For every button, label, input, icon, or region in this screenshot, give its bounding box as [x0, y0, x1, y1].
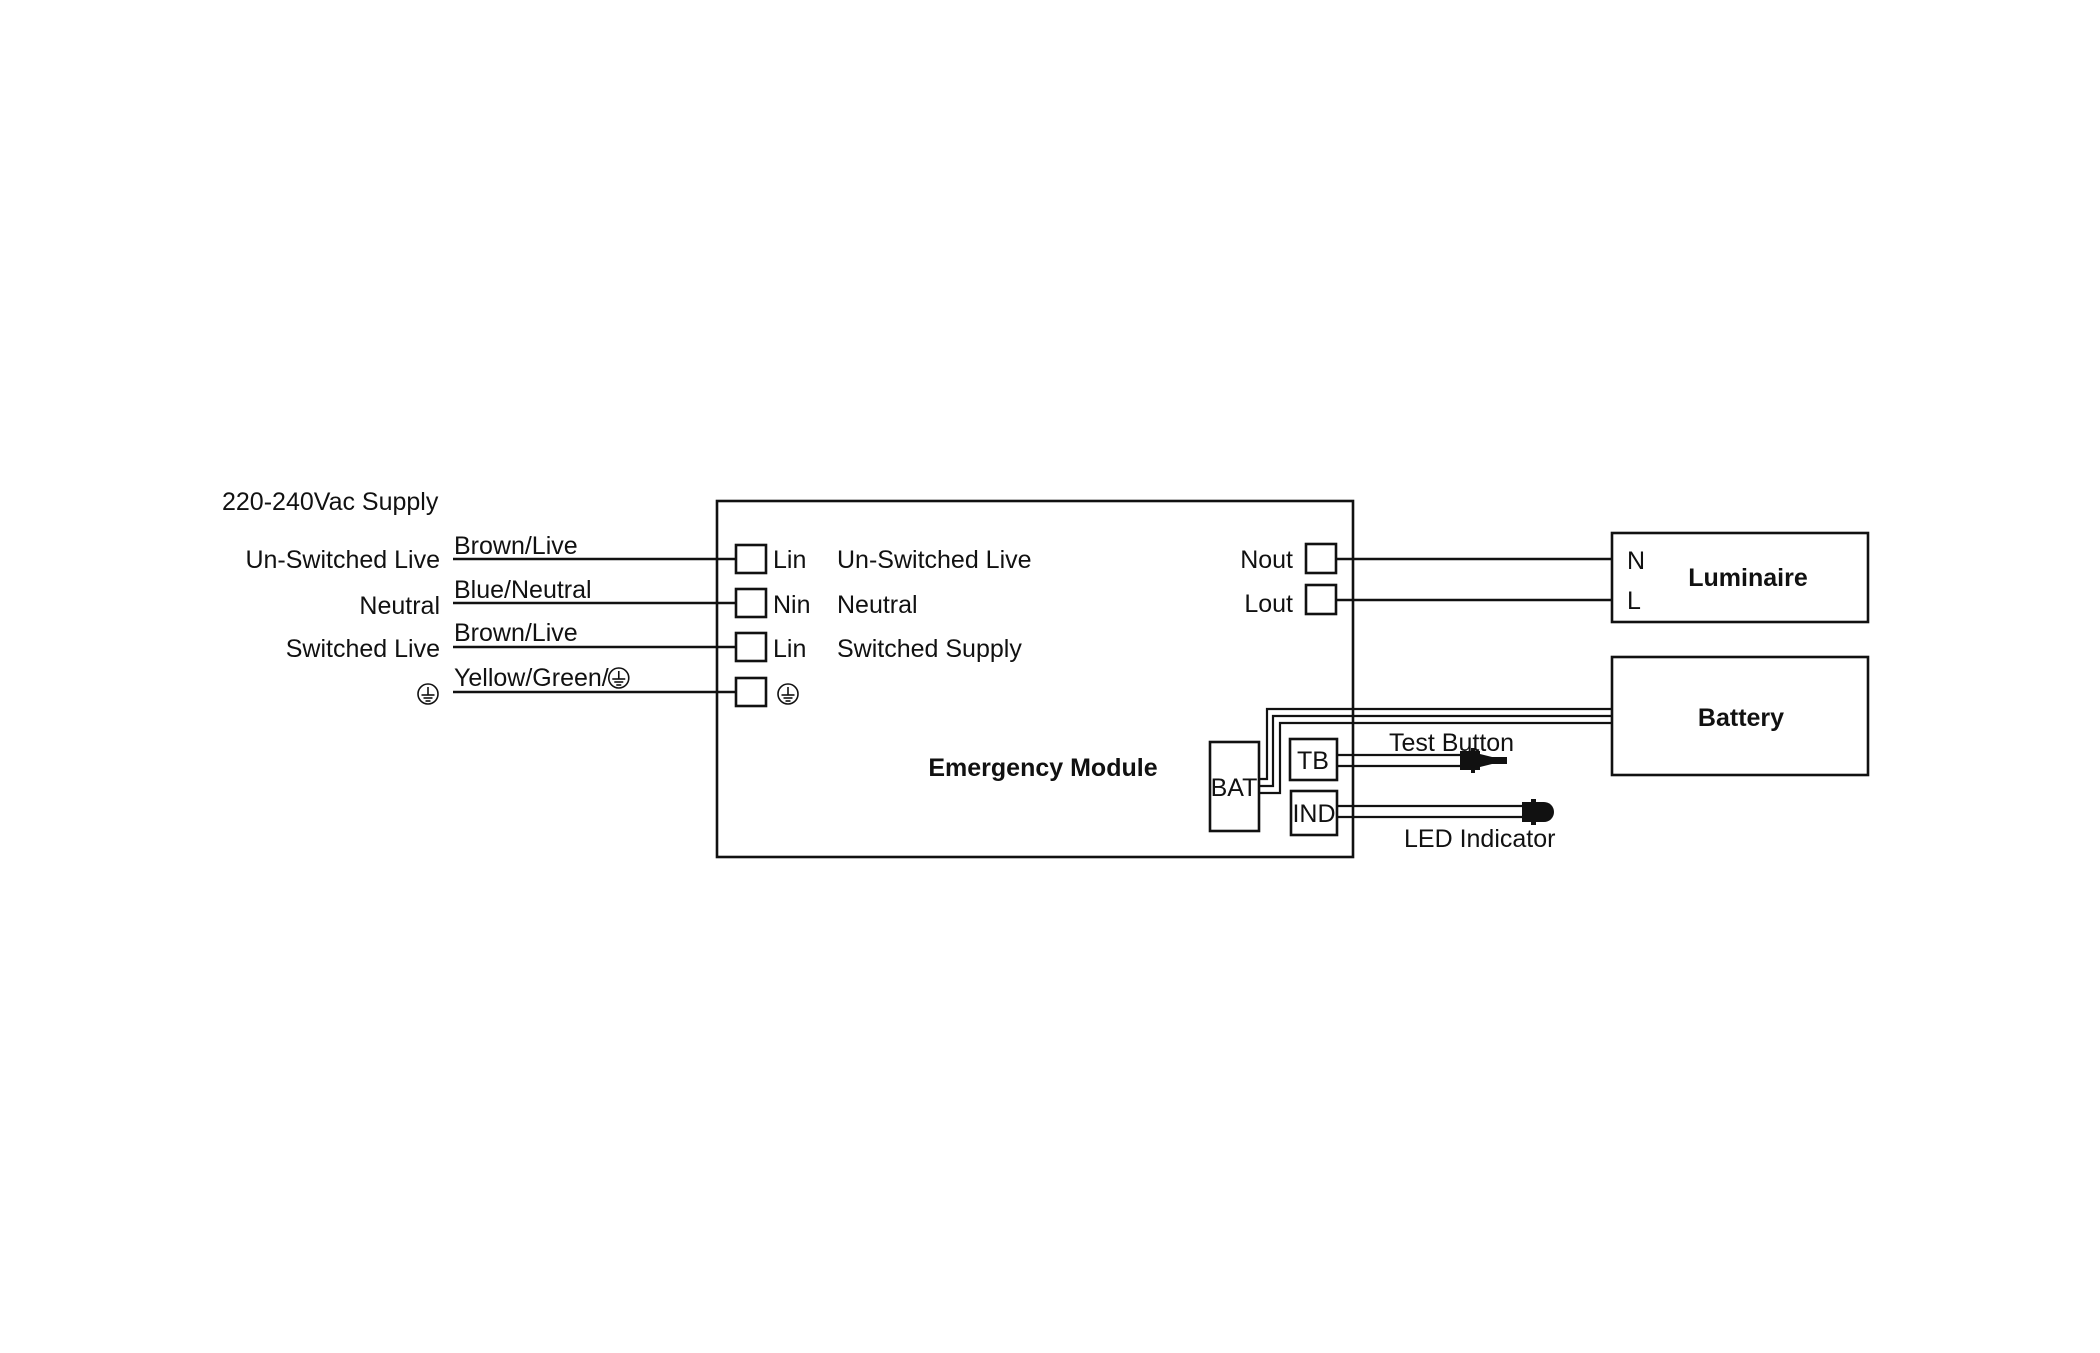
ind-label: IND — [1292, 800, 1335, 828]
input-function-label: Un-Switched Live — [245, 546, 440, 574]
tb-label: TB — [1297, 747, 1329, 775]
earth-icon — [777, 683, 799, 705]
battery-wire — [1259, 707, 1612, 781]
wire-color-label: Blue/Neutral — [454, 576, 592, 604]
battery-title: Battery — [1698, 704, 1784, 732]
test-button-icon — [1460, 748, 1507, 773]
emergency-module-box — [715, 499, 1355, 859]
terminal-label: Lin — [773, 546, 806, 574]
input-function-label: Switched Live — [286, 635, 440, 663]
battery-wire — [1259, 721, 1612, 795]
luminaire-terminal-label: L — [1627, 587, 1641, 615]
terminal-label: Nin — [773, 591, 811, 619]
output-terminal — [1304, 542, 1338, 575]
terminal-description: Neutral — [837, 591, 918, 619]
input-terminal — [734, 631, 768, 663]
output-terminal-label: Lout — [1244, 590, 1293, 618]
input-terminal — [734, 676, 768, 708]
test-button-label: Test Button — [1389, 729, 1514, 757]
output-terminal — [1304, 583, 1338, 616]
earth-icon — [607, 667, 630, 689]
wire-color-label: Yellow/Green/ — [454, 664, 609, 692]
terminal-label: Lin — [773, 635, 806, 663]
bat-connector — [1208, 740, 1261, 833]
tb-connector — [1288, 737, 1339, 782]
luminaire-box — [1610, 531, 1870, 624]
led-indicator-label: LED Indicator — [1404, 825, 1555, 853]
bat-label: BAT — [1211, 774, 1258, 802]
supply-title: 220-240Vac Supply — [222, 488, 439, 516]
wire-color-label: Brown/Live — [454, 532, 578, 560]
wire-color-label: Brown/Live — [454, 619, 578, 647]
ind-connector — [1289, 789, 1339, 837]
input-function-label: Neutral — [359, 592, 440, 620]
terminal-description: Un-Switched Live — [837, 546, 1032, 574]
input-terminal — [734, 587, 768, 619]
earth-icon — [417, 683, 439, 705]
output-terminal-label: Nout — [1240, 546, 1293, 574]
led-indicator-icon — [1522, 799, 1554, 825]
luminaire-title: Luminaire — [1688, 564, 1808, 592]
battery-wire — [1259, 714, 1612, 788]
terminal-description: Switched Supply — [837, 635, 1022, 663]
luminaire-terminal-label: N — [1627, 547, 1645, 575]
input-terminal — [734, 543, 768, 575]
module-title: Emergency Module — [928, 754, 1157, 782]
battery-box — [1610, 655, 1870, 777]
